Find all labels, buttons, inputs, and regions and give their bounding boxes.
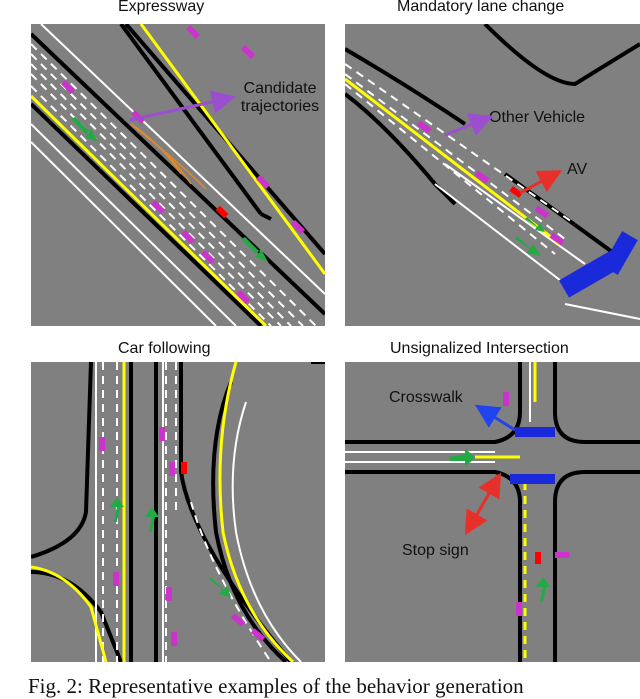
arrow-icon <box>129 90 236 122</box>
panel-title-lane-change: Mandatory lane change <box>397 0 565 15</box>
lane-change-scene <box>345 24 640 320</box>
intersection-scene <box>345 362 640 662</box>
expressway-scene <box>31 24 325 326</box>
arrow-icon <box>444 113 494 137</box>
car-following-scene <box>31 362 325 662</box>
arrow-icon <box>519 170 563 195</box>
panel-lane-change <box>345 24 640 326</box>
label-candidate-trajectories: Candidate trajectories <box>240 80 320 115</box>
panel-title-intersection: Unsignalized Intersection <box>390 340 569 357</box>
panel-title-car-following: Car following <box>118 340 211 357</box>
panel-title-expressway: Expressway <box>118 0 205 15</box>
label-other-vehicle: Other Vehicle <box>489 109 586 126</box>
arrow-icon <box>465 472 501 536</box>
panel-expressway <box>31 24 325 326</box>
figure-caption: Fig. 2: Representative examples of the b… <box>28 674 524 698</box>
label-stop-sign: Stop sign <box>402 542 469 559</box>
label-av: AV <box>567 161 588 178</box>
label-crosswalk: Crosswalk <box>389 389 463 406</box>
arrow-icon <box>474 404 516 432</box>
panel-car-following <box>31 362 325 662</box>
